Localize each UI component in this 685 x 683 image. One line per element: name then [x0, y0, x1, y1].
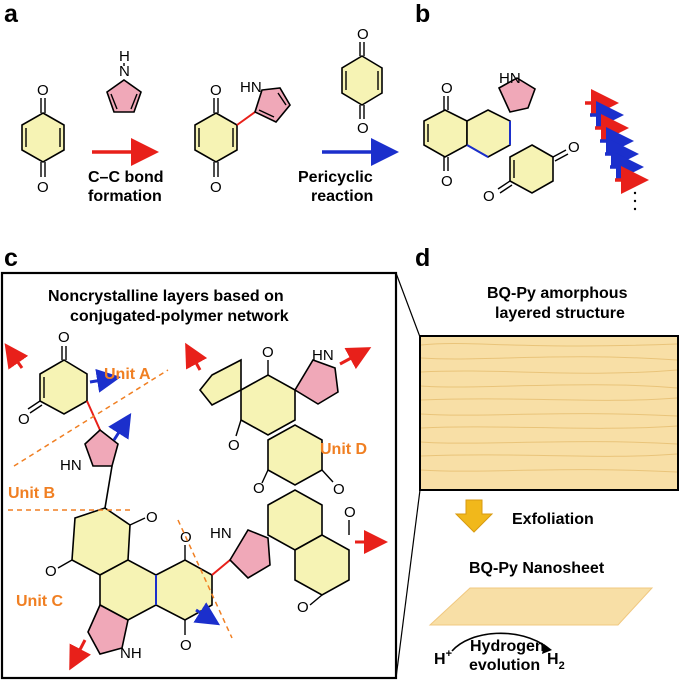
conjugated-polymer-network: O O HN NH O O O O HN HN O O — [18, 329, 356, 662]
bq-pyrrole-adduct: O O HN — [194, 79, 291, 196]
unit-c-label: Unit C — [16, 593, 64, 610]
oxygen-atom: O — [18, 411, 30, 428]
panel-label-b: b — [415, 0, 430, 28]
nh-group: HN — [210, 525, 232, 542]
fused-product-molecule: O O O O HN — [423, 70, 580, 205]
nh-group: NH — [120, 645, 142, 662]
panel-label-d: d — [415, 244, 430, 272]
oxygen-atom: O — [228, 437, 240, 454]
evolution-label: evolution — [469, 657, 540, 674]
layered-structure-box — [419, 335, 679, 491]
unit-d-label: Unit D — [320, 441, 367, 458]
hydrogen-label: Hydrogen — [470, 638, 545, 655]
benzoquinone-reagent: O O — [341, 26, 383, 137]
oxygen-atom: O — [45, 563, 57, 580]
panel-d-title-line1: BQ-Py amorphous — [487, 285, 628, 302]
oxygen-atom: O — [210, 82, 222, 99]
cc-bond-label-line1: C–C bond — [88, 169, 164, 186]
propagation-arrows — [585, 89, 649, 211]
oxygen-atom: O — [58, 329, 70, 346]
nanosheet-shape — [428, 587, 654, 626]
oxygen-atom: O — [37, 82, 49, 99]
oxygen-atom: O — [357, 120, 369, 137]
nanosheet-label: BQ-Py Nanosheet — [469, 560, 605, 577]
oxygen-atom: O — [357, 26, 369, 43]
nh-group: HN — [240, 79, 262, 96]
panel-c-title-line1: Noncrystalline layers based on — [48, 288, 284, 305]
oxygen-atom: O — [297, 599, 309, 616]
panel-d-title-line2: layered structure — [495, 305, 625, 322]
unit-a-label: Unit A — [104, 366, 151, 383]
oxygen-atom: O — [146, 509, 158, 526]
panel-label-a: a — [4, 0, 19, 28]
reaction-curve — [451, 632, 549, 652]
nitrogen-atom: N — [119, 63, 130, 80]
nh-group: HN — [499, 70, 521, 87]
oxygen-atom: O — [253, 480, 265, 497]
oxygen-atom: O — [333, 481, 345, 498]
growth-arrows — [4, 342, 388, 671]
panel-label-c: c — [4, 244, 18, 272]
benzoquinone-molecule: O O — [21, 82, 65, 196]
oxygen-atom: O — [568, 139, 580, 156]
nh-group: HN — [60, 457, 82, 474]
cc-bond-label-line2: formation — [88, 188, 162, 205]
pericyclic-label-line1: Pericyclic — [298, 169, 373, 186]
oxygen-atom: O — [37, 179, 49, 196]
reaction-arrowhead — [542, 644, 552, 654]
h2-label: H2 — [547, 651, 565, 672]
exfoliation-arrow — [454, 499, 494, 533]
oxygen-atom: O — [441, 80, 453, 97]
nh-group: HN — [312, 347, 334, 364]
zoom-line-top — [395, 272, 421, 338]
oxygen-atom: O — [210, 179, 222, 196]
oxygen-atom: O — [262, 344, 274, 361]
oxygen-atom: O — [344, 504, 356, 521]
pyrrole-molecule: N H — [106, 48, 142, 113]
oxygen-atom: O — [483, 188, 495, 205]
unit-divider-lines — [8, 369, 233, 639]
zoom-line-bottom — [395, 489, 421, 679]
h-plus-label: H+ — [434, 648, 452, 668]
hydrogen-atom: H — [119, 48, 130, 65]
exfoliation-label: Exfoliation — [512, 511, 594, 528]
oxygen-atom: O — [180, 637, 192, 654]
unit-b-label: Unit B — [8, 485, 55, 502]
oxygen-atom: O — [441, 173, 453, 190]
panel-c-title-line2: conjugated-polymer network — [70, 308, 289, 325]
pericyclic-label-line2: reaction — [311, 188, 373, 205]
